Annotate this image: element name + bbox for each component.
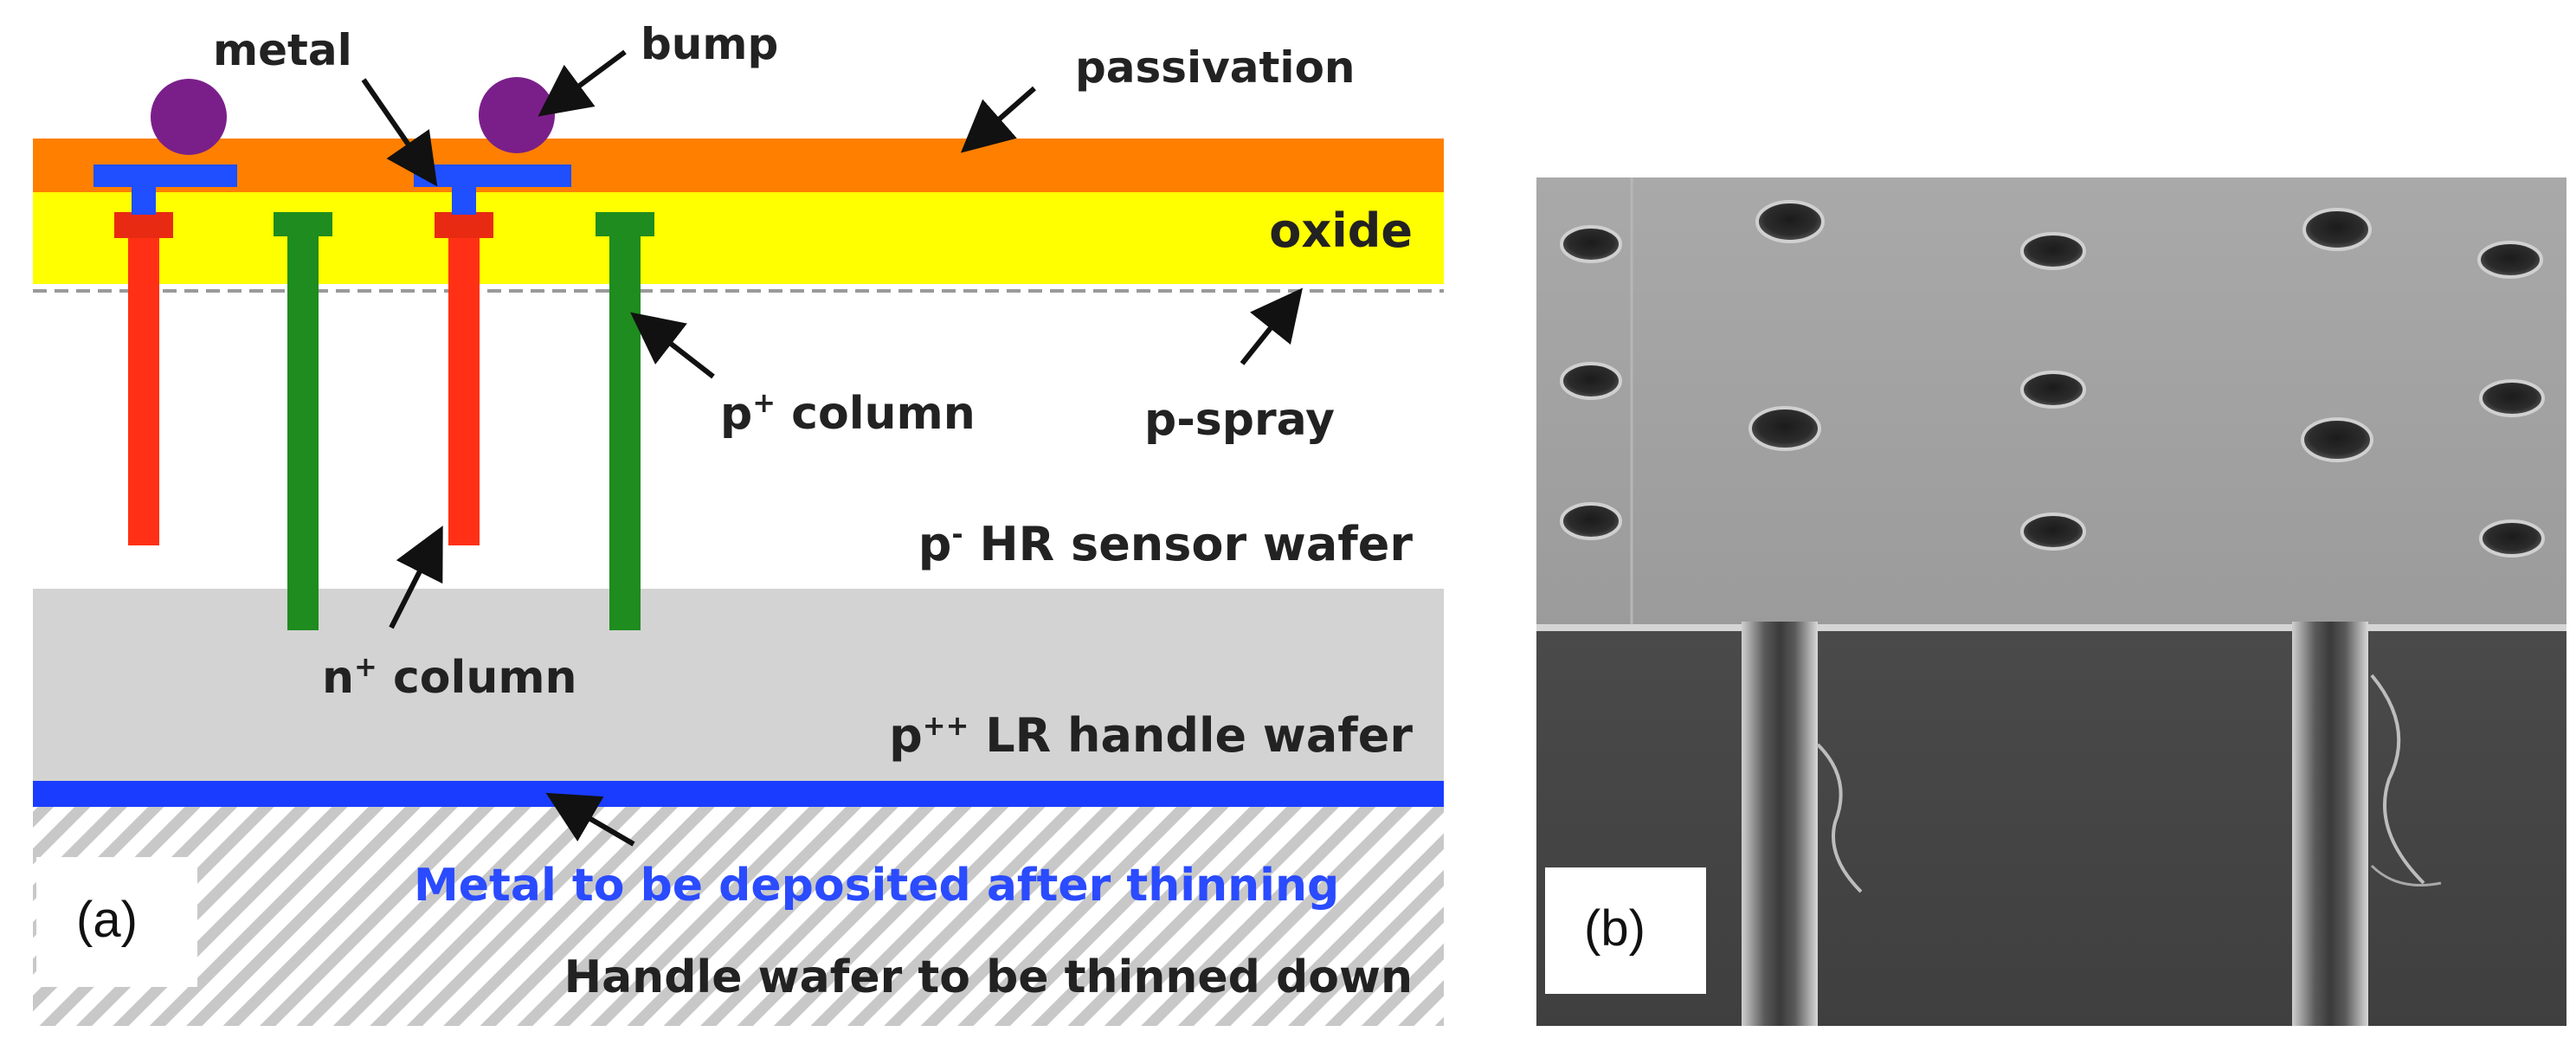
sensor-wafer-layer bbox=[33, 284, 1444, 589]
panel-b-sem-image: (b) bbox=[1536, 177, 2566, 1026]
oxide-layer bbox=[33, 192, 1444, 284]
p-column-2-cap bbox=[596, 212, 654, 236]
label-passivation: passivation bbox=[1075, 42, 1356, 93]
label-metal: metal bbox=[213, 25, 352, 75]
passivation-layer bbox=[33, 139, 1444, 192]
sem-trench-2 bbox=[2292, 622, 2368, 1026]
label-p-spray: p-spray bbox=[1144, 394, 1335, 446]
label-handle-thinned: Handle wafer to be thinned down bbox=[564, 951, 1413, 1003]
sem-trench-1 bbox=[1742, 622, 1818, 1026]
label-handle-wafer: p++ LR handle wafer bbox=[889, 708, 1413, 763]
back-metal-layer bbox=[33, 781, 1444, 807]
panel-b-tag: (b) bbox=[1584, 900, 1645, 957]
bump-2 bbox=[479, 77, 555, 153]
metal-via-2 bbox=[452, 185, 476, 215]
handle-wafer-thinned-region bbox=[33, 805, 1444, 1026]
label-p-column: p+ column bbox=[720, 386, 976, 440]
panel-a-tag-box bbox=[36, 857, 197, 987]
metal-pad-1 bbox=[93, 164, 237, 187]
p-column-1 bbox=[287, 227, 319, 630]
label-oxide: oxide bbox=[1269, 203, 1413, 258]
n-column-2 bbox=[448, 229, 480, 545]
n-column-1-cap bbox=[114, 212, 173, 238]
bump-1 bbox=[151, 79, 227, 155]
sem-holes bbox=[1560, 200, 2545, 558]
panel-a-tag: (a) bbox=[76, 892, 138, 948]
label-metal-after-thinning: Metal to be deposited after thinning bbox=[414, 860, 1339, 912]
handle-wafer-layer bbox=[33, 589, 1444, 781]
p-column-2 bbox=[609, 227, 641, 630]
p-column-1-cap bbox=[274, 212, 332, 236]
metal-pad-2 bbox=[414, 164, 571, 187]
n-column-2-cap bbox=[435, 212, 493, 238]
label-n-column: n+ column bbox=[322, 650, 577, 704]
panel-a: metal bump passivation oxide p+ column p… bbox=[33, 19, 1444, 1026]
annotation-arrows bbox=[361, 49, 1303, 847]
panel-b-tag-box bbox=[1545, 867, 1706, 994]
metal-via-1 bbox=[132, 185, 156, 215]
label-bump: bump bbox=[641, 19, 778, 69]
label-sensor-wafer: p- HR sensor wafer bbox=[918, 517, 1414, 571]
sem-cross-section bbox=[1536, 628, 2566, 1026]
n-column-1 bbox=[128, 229, 159, 545]
